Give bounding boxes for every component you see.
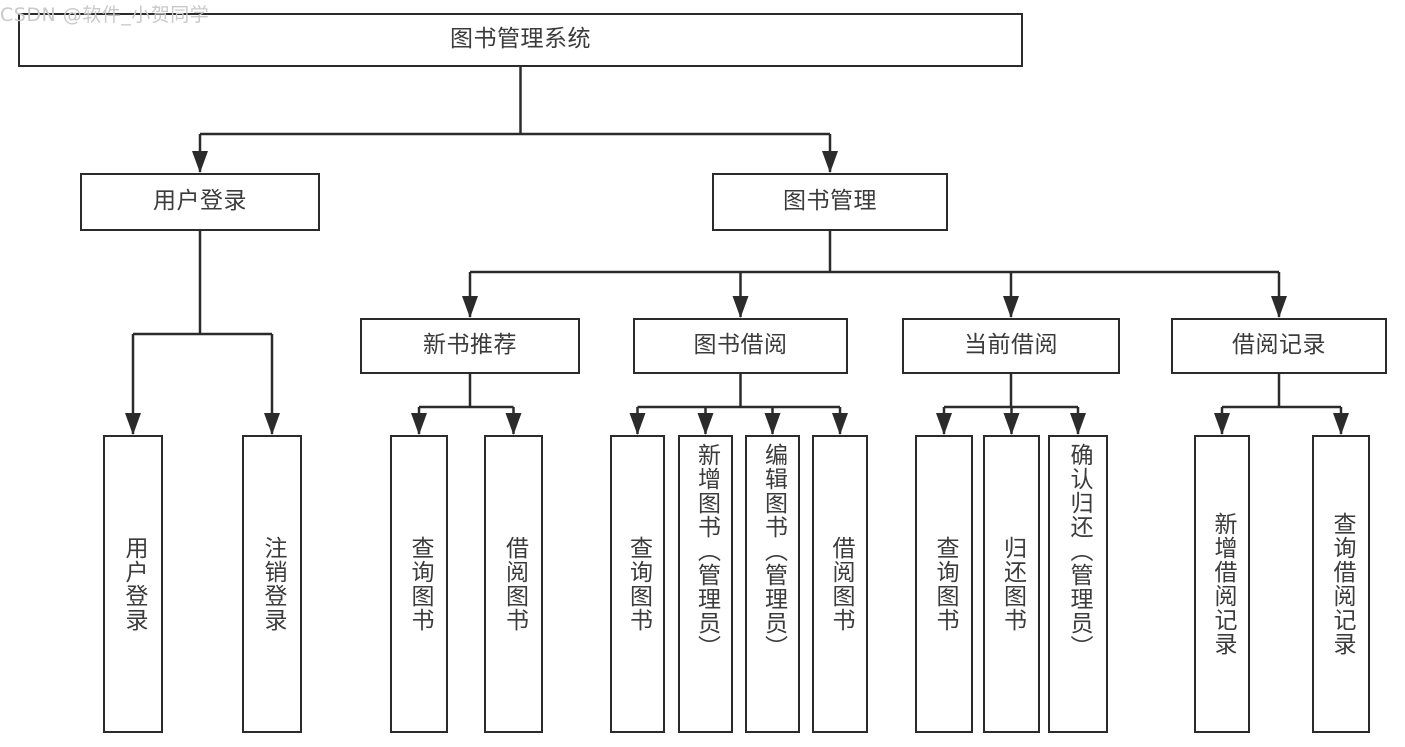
node-label: 新书推荐 xyxy=(423,332,517,359)
node-label: 查询借阅记录 xyxy=(1328,512,1355,656)
arrowhead xyxy=(1003,296,1019,318)
arrowhead xyxy=(764,413,781,435)
node-label: 查询图书 xyxy=(406,536,433,632)
node-leaf-query-rec[interactable]: 查询借阅记录 xyxy=(1312,435,1370,733)
node-label: 借阅图书 xyxy=(827,536,854,632)
arrowhead xyxy=(192,151,208,173)
node-label: 确认归还（管理员） xyxy=(1065,443,1092,659)
node-new-book-rec[interactable]: 新书推荐 xyxy=(360,318,580,374)
node-label: 图书借阅 xyxy=(693,332,788,359)
node-label: 注销登录 xyxy=(259,536,286,632)
node-leaf-query-2[interactable]: 查询图书 xyxy=(610,435,665,733)
node-leaf-user-login[interactable]: 用户登录 xyxy=(103,435,163,733)
node-label: 用户登录 xyxy=(120,536,147,632)
node-label: 新增借阅记录 xyxy=(1209,512,1236,656)
node-label: 用户登录 xyxy=(153,188,247,215)
node-leaf-borrow-1[interactable]: 借阅图书 xyxy=(484,435,543,733)
arrowhead xyxy=(462,296,478,318)
arrowhead xyxy=(832,413,848,435)
node-label: 借阅记录 xyxy=(1232,332,1326,359)
node-label: 编辑图书（管理员） xyxy=(760,443,787,659)
node-label: 图书管理 xyxy=(783,188,877,215)
node-label: 借阅图书 xyxy=(501,536,528,632)
node-leaf-logout[interactable]: 注销登录 xyxy=(242,435,302,733)
node-leaf-confirm[interactable]: 确认归还（管理员） xyxy=(1048,435,1108,733)
arrowhead xyxy=(505,413,522,435)
arrowhead xyxy=(1003,413,1020,435)
node-label: 查询图书 xyxy=(931,536,958,632)
node-book-borrow[interactable]: 图书借阅 xyxy=(633,318,848,374)
arrowhead xyxy=(125,413,141,435)
node-root[interactable]: 图书管理系统 xyxy=(18,13,1023,67)
node-borrow-record[interactable]: 借阅记录 xyxy=(1171,318,1387,374)
arrowhead xyxy=(1271,296,1287,318)
node-current-borrow[interactable]: 当前借阅 xyxy=(902,318,1120,374)
arrowhead xyxy=(822,151,838,173)
node-label: 新增图书（管理员） xyxy=(693,443,720,659)
node-leaf-query-1[interactable]: 查询图书 xyxy=(390,435,448,733)
watermark: CSDN @软件_小贺同学 xyxy=(0,4,210,26)
arrowhead xyxy=(1214,413,1230,435)
node-leaf-borrow-2[interactable]: 借阅图书 xyxy=(812,435,868,733)
node-leaf-edit-book[interactable]: 编辑图书（管理员） xyxy=(745,435,800,733)
arrowhead xyxy=(411,413,427,435)
node-label: 查询图书 xyxy=(625,536,652,632)
node-leaf-add-book[interactable]: 新增图书（管理员） xyxy=(678,435,733,733)
node-book-manage[interactable]: 图书管理 xyxy=(712,173,948,231)
arrowhead xyxy=(697,413,714,435)
arrowhead xyxy=(1333,413,1349,435)
arrowhead xyxy=(1070,413,1086,435)
node-leaf-query-3[interactable]: 查询图书 xyxy=(915,435,973,733)
node-label: 当前借阅 xyxy=(964,332,1058,359)
node-leaf-add-rec[interactable]: 新增借阅记录 xyxy=(1194,435,1250,733)
node-label: 图书管理系统 xyxy=(450,26,591,53)
node-label: 归还图书 xyxy=(999,536,1026,632)
node-leaf-return[interactable]: 归还图书 xyxy=(983,435,1040,733)
arrowhead xyxy=(732,296,749,318)
arrowhead xyxy=(936,413,952,435)
node-user-login[interactable]: 用户登录 xyxy=(80,173,320,231)
arrowhead xyxy=(264,413,280,435)
arrowhead xyxy=(629,413,646,435)
